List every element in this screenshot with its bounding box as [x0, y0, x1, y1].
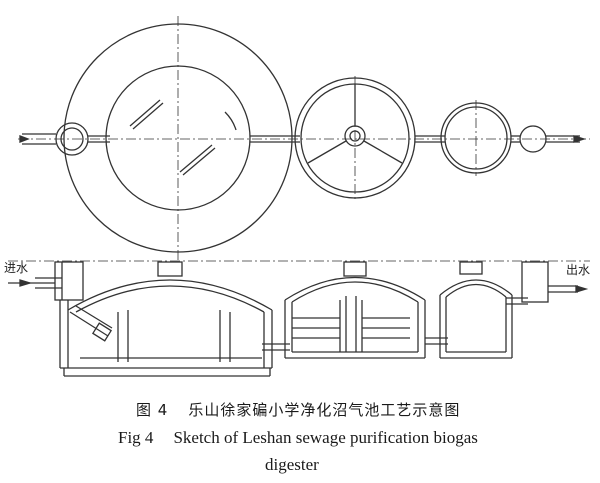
digester-sketch: [8, 16, 590, 377]
section-view: [8, 260, 590, 377]
middle-tank-section: [284, 261, 448, 359]
main-digester-section: [54, 261, 290, 377]
caption-en-fig: Fig 4: [118, 428, 154, 447]
outlet-chamber-section: [521, 261, 589, 303]
caption-cn-title: 乐山徐家碥小学净化沼气池工艺示意图: [188, 401, 461, 419]
main-digester-plan: [63, 16, 293, 262]
caption-cn-fig: 图 4: [136, 401, 169, 419]
outlet-well-plan: [511, 125, 587, 153]
inlet-label: 进水: [4, 261, 29, 275]
caption-english-cont: digester: [265, 455, 319, 474]
caption-en-title: Sketch of Leshan sewage purification bio…: [173, 428, 478, 447]
inlet-well-plan: [19, 122, 110, 156]
outlet-label: 出水: [566, 263, 591, 277]
caption-chinese: 图 4 乐山徐家碥小学净化沼气池工艺示意图: [136, 399, 460, 420]
right-tank-plan: [440, 100, 512, 176]
caption-english: Fig 4 Sketch of Leshan sewage purificatio…: [118, 428, 478, 448]
middle-tank-plan: [294, 76, 416, 200]
right-tank-section: [439, 261, 528, 359]
plan-view: [18, 16, 590, 262]
